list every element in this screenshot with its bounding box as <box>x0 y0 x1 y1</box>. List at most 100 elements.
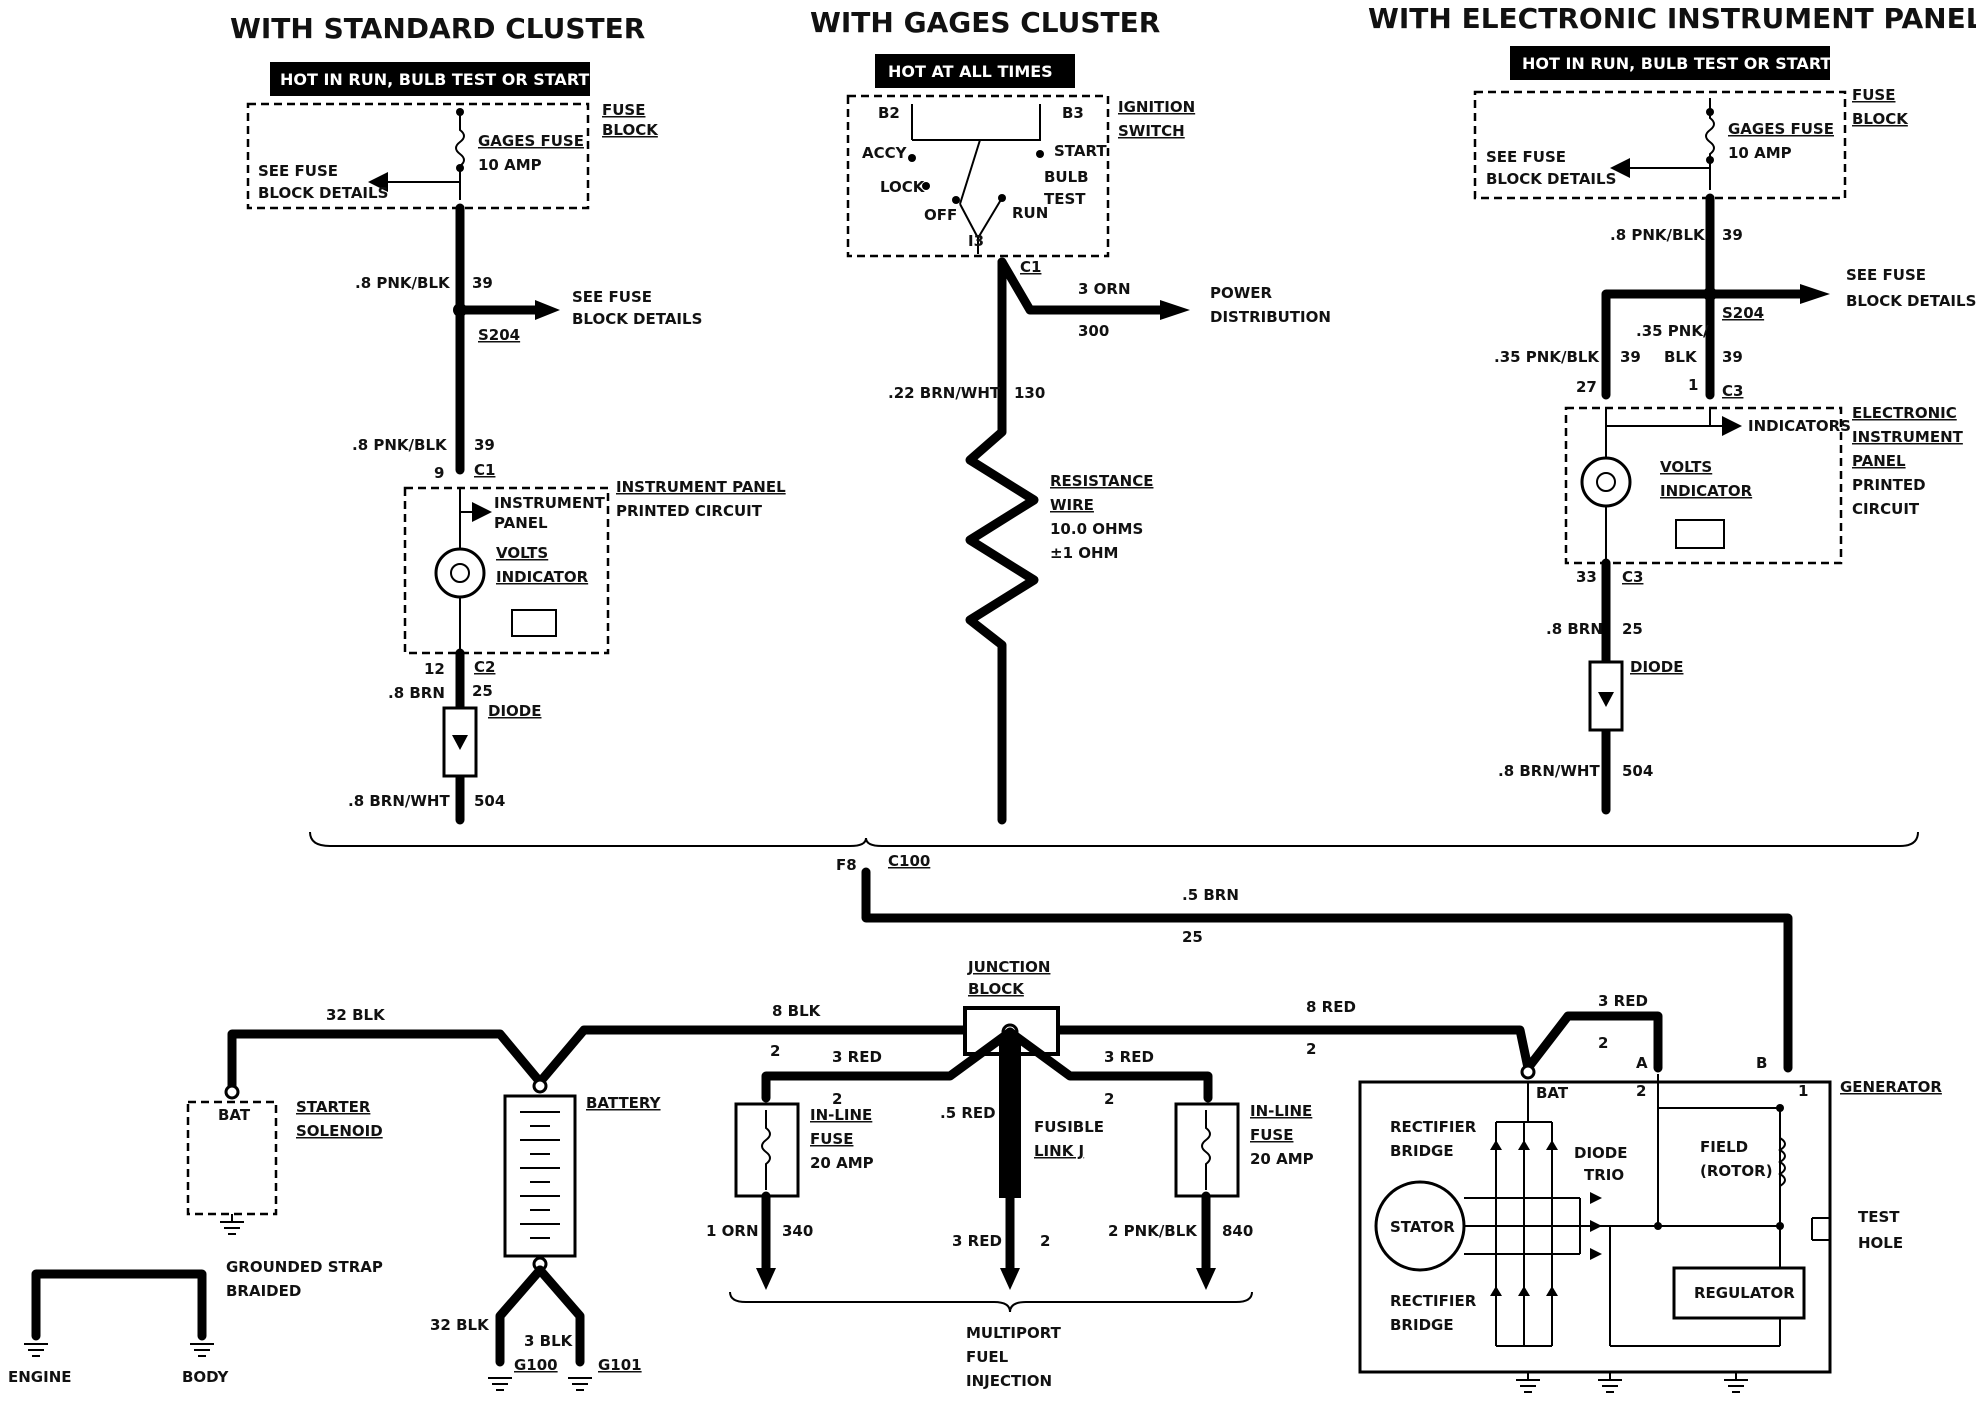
starter-solenoid-label: SOLENOID <box>296 1122 383 1140</box>
gages-cluster-section: HOT AT ALL TIMES B2 B3 ACCY LOCK OFF RUN… <box>846 54 1331 825</box>
stator-label: STATOR <box>1390 1218 1455 1236</box>
see-fuse-right: BLOCK DETAILS <box>572 310 702 328</box>
wire-circuit: 39 <box>1620 348 1641 366</box>
wire-ground-3blk <box>535 1265 585 1367</box>
connector-c100: C100 <box>888 852 930 870</box>
inline-fuse-label: FUSE <box>810 1130 853 1148</box>
wire-pnk-blk-left <box>1601 289 1715 400</box>
connector-pin: 9 <box>434 464 444 482</box>
ground-icon <box>568 1377 592 1391</box>
battery-cells <box>520 1111 560 1239</box>
fuse-terminal <box>1706 108 1714 116</box>
junction-block-label: JUNCTION <box>967 958 1050 976</box>
switch-contact <box>908 154 916 162</box>
connector-id: C1 <box>1020 258 1041 276</box>
fusible-link-label: FUSIBLE <box>1034 1118 1104 1136</box>
arrow-down-icon <box>756 1268 776 1290</box>
diode-trio-label: TRIO <box>1584 1166 1624 1184</box>
wire-size: .8 BRN/WHT <box>1498 762 1600 780</box>
connector-pin: 33 <box>1576 568 1597 586</box>
pos-off: OFF <box>924 206 957 224</box>
pos-accy: ACCY <box>862 144 908 162</box>
splice-arrow-icon <box>1800 284 1830 304</box>
wire-circuit: 2 <box>832 1090 842 1108</box>
fuse-element <box>761 1110 771 1190</box>
multiport-label: INJECTION <box>966 1372 1052 1390</box>
diode-icon <box>452 735 468 750</box>
wire-circuit: 39 <box>1722 226 1743 244</box>
see-fuse-right: SEE FUSE <box>572 288 652 306</box>
junction-block-label: BLOCK <box>968 980 1025 998</box>
see-fuse-right: SEE FUSE <box>1846 266 1926 284</box>
ground-icon <box>1598 1372 1622 1393</box>
wire-label: 3 RED <box>832 1048 882 1066</box>
wire-label: 32 BLK <box>326 1006 386 1024</box>
orn-size: 3 ORN <box>1078 280 1131 298</box>
wire-size: .8 BRN/WHT <box>348 792 450 810</box>
wire-8red <box>1053 1025 1533 1073</box>
starter-terminal <box>224 1084 240 1100</box>
multiport-label: MULTIPORT <box>966 1324 1062 1342</box>
hot-label: HOT AT ALL TIMES <box>888 62 1053 81</box>
inline-fuse-amp: 20 AMP <box>1250 1150 1314 1168</box>
diode-icon <box>1518 1140 1530 1150</box>
field-label: (ROTOR) <box>1700 1162 1773 1180</box>
power-section: 32 BLK 8 BLK 8 RED 2 3 RED 2 JUNCTION BL… <box>8 958 1663 1391</box>
wire-size: .35 PNK/ <box>1636 322 1709 340</box>
switch-contact <box>1036 150 1044 158</box>
pos-run: RUN <box>1012 204 1048 222</box>
test-hole-label: TEST <box>1858 1208 1900 1226</box>
diode-trio-label: DIODE <box>1574 1144 1627 1162</box>
diode-icon <box>1598 692 1614 707</box>
heading-standard-cluster: WITH STANDARD CLUSTER <box>230 12 645 45</box>
battery-label: BATTERY <box>586 1094 662 1112</box>
wire-circuit: 2 <box>1306 1040 1316 1058</box>
generator-label: GENERATOR <box>1840 1078 1942 1096</box>
hot-label-box <box>1510 46 1830 80</box>
wire-3red-left <box>761 1027 1015 1103</box>
gages-fuse-symbol <box>1705 98 1715 190</box>
wire-circuit: 39 <box>1722 348 1743 366</box>
hot-label: HOT IN RUN, BULB TEST OR START <box>280 70 589 89</box>
wire-32blk-top <box>227 1025 970 1095</box>
connector-id: C2 <box>474 658 495 676</box>
wire-size: BLK <box>1664 348 1698 366</box>
pos-bulb-test: BULB <box>1044 168 1089 186</box>
resistance-tolerance: ±1 OHM <box>1050 544 1118 562</box>
fuse-amp-label: 10 AMP <box>478 156 542 174</box>
connector-pin: 12 <box>424 660 445 678</box>
wire-ground-32blk <box>495 1265 545 1367</box>
battery-icon <box>503 1094 577 1258</box>
eip-label: INSTRUMENT <box>1852 428 1964 446</box>
test-hole-icon <box>1811 1217 1830 1241</box>
wire-circuit: 25 <box>472 682 493 700</box>
see-fuse-right: BLOCK DETAILS <box>1846 292 1976 310</box>
resistance-wire-label: RESISTANCE <box>1050 472 1153 490</box>
connector-pin: 27 <box>1576 378 1597 396</box>
starter-solenoid-label: STARTER <box>296 1098 371 1116</box>
standard-cluster-section: HOT IN RUN, BULB TEST OR START FUSE BLOC… <box>246 62 786 825</box>
hot-label-box <box>875 54 1075 88</box>
fuse-block-label: BLOCK <box>602 121 659 139</box>
term-b2: B2 <box>878 104 900 122</box>
ip-printed-circuit: PRINTED CIRCUIT <box>616 502 763 520</box>
indicators-label: INDICATORS <box>1748 417 1851 435</box>
wire-circuit: 2 <box>770 1042 780 1060</box>
gen-bat-terminal <box>1520 1064 1536 1080</box>
body-label: BODY <box>182 1368 230 1386</box>
gen-pin-2: 2 <box>1636 1082 1646 1100</box>
wire-orn <box>997 257 1165 315</box>
fuse-block-label: BLOCK <box>1852 110 1909 128</box>
wire-brn-wht <box>965 257 1039 825</box>
ignition-switch-label: IGNITION <box>1118 98 1195 116</box>
field-coil-icon <box>1778 1137 1786 1187</box>
volts-indicator-label: INDICATOR <box>1660 482 1753 500</box>
gen-term-a: A <box>1636 1054 1648 1072</box>
wire-circuit: 504 <box>1622 762 1653 780</box>
switch-contact <box>952 196 960 204</box>
hot-label-box <box>270 62 590 96</box>
eip-label: PRINTED <box>1852 476 1926 494</box>
mfi-brace <box>729 1291 1253 1313</box>
wire-circuit: 39 <box>474 436 495 454</box>
